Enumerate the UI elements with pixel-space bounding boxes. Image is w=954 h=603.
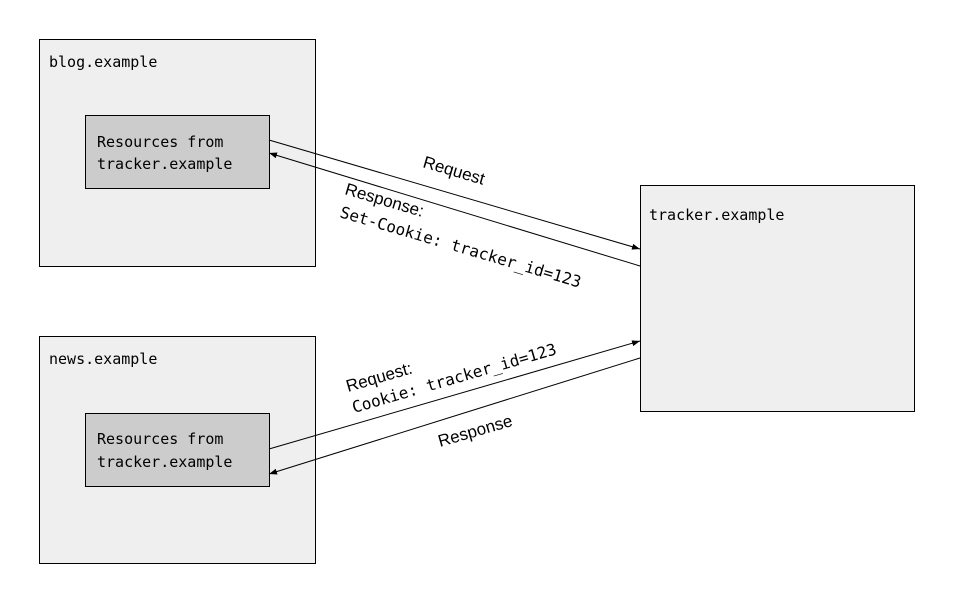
news-tracker-resources — [85, 413, 270, 487]
blog-set-cookie-label: Set-Cookie: tracker_id=123 — [338, 203, 584, 292]
tracker-site-box: tracker.example — [640, 185, 915, 412]
news-resources-label-1: Resources from — [97, 430, 223, 448]
news-response-arrow — [268, 357, 641, 475]
news-resources-label-2: tracker.example — [97, 453, 232, 471]
blog-request-label: Request — [421, 153, 487, 189]
blog-request-arrow — [268, 139, 641, 250]
blog-title: blog.example — [49, 53, 157, 71]
blog-resources-label-2: tracker.example — [97, 155, 232, 173]
news-title: news.example — [49, 350, 157, 368]
news-site-box: news.example Resources from tracker.exam… — [39, 336, 316, 564]
blog-tracker-resources — [85, 115, 270, 189]
blog-resources-label-1: Resources from — [97, 133, 223, 151]
news-request-arrow — [268, 340, 641, 450]
blog-response-arrow — [268, 152, 641, 267]
news-response-label: Response — [436, 411, 515, 451]
tracker-title: tracker.example — [649, 206, 784, 224]
blog-site-box: blog.example Resources from tracker.exam… — [39, 39, 316, 267]
